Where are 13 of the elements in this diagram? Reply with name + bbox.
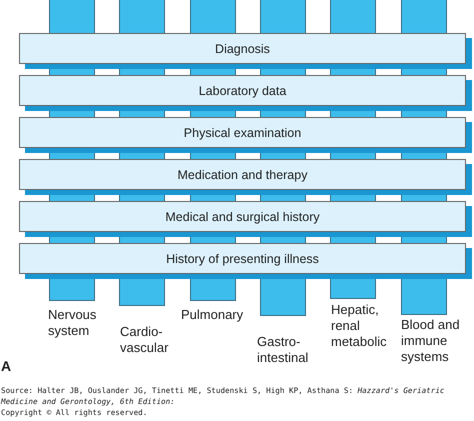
band-label: Diagnosis — [215, 42, 270, 56]
band-label: Laboratory data — [198, 84, 286, 98]
system-label: Blood and immune systems — [401, 317, 461, 365]
system-label: Hepatic, renal metabolic — [331, 302, 388, 350]
band-label: Medical and surgical history — [165, 210, 320, 224]
band-label: History of presenting illness — [166, 252, 319, 266]
band-label: Medication and therapy — [178, 168, 308, 182]
system-label: Gastro- intestinal — [257, 334, 310, 366]
system-label: Pulmonary — [181, 307, 244, 323]
band-label: Physical examination — [184, 126, 302, 140]
system-label: Nervous system — [48, 307, 98, 339]
heading-letter: A — [1, 358, 12, 374]
system-label: Cardio- vascular — [120, 324, 170, 356]
